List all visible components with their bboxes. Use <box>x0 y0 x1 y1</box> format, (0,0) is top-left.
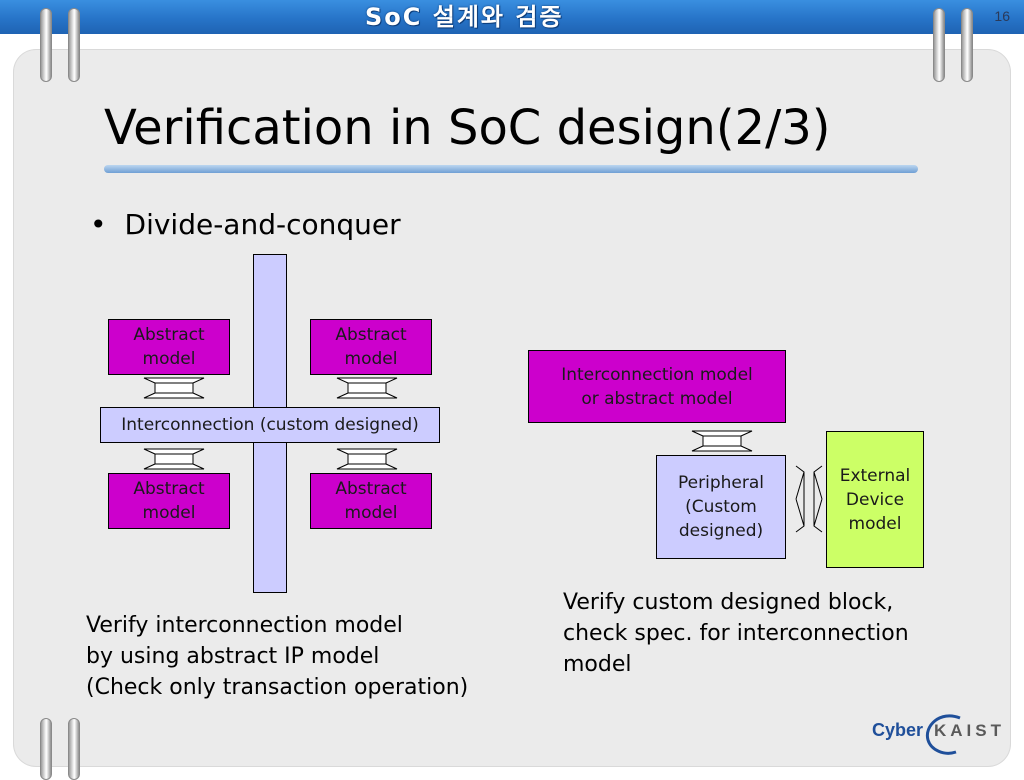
interconnect-bus: Interconnection (custom designed) <box>100 407 440 443</box>
bullet-icon: • <box>90 208 107 241</box>
abstract-model-bottom-left: Abstract model <box>108 473 230 529</box>
double-arrow-icon <box>336 448 398 470</box>
double-arrow-icon <box>143 448 205 470</box>
external-device-box: External Device model <box>826 431 924 568</box>
bullet-item: • Divide-and-conquer <box>90 208 401 241</box>
logo-swoosh-icon <box>925 714 961 755</box>
abstract-model-label: Abstract model <box>133 325 205 369</box>
abstract-model-label: Abstract model <box>133 479 205 523</box>
header-title: SoC 설계와 검증 <box>365 3 564 31</box>
peripheral-box: Peripheral (Custom designed) <box>656 455 786 559</box>
peripheral-label: Peripheral (Custom designed) <box>678 473 764 541</box>
slide-title: Verification in SoC design(2/3) <box>104 100 831 156</box>
page-number: 16 <box>994 8 1010 24</box>
header-bar: SoC 설계와 검증 16 <box>0 0 1024 34</box>
binder-ring-icon <box>68 718 80 780</box>
bullet-text: Divide-and-conquer <box>124 208 401 241</box>
interconnect-label: Interconnection (custom designed) <box>121 415 419 435</box>
interconnection-model-label: Interconnection model or abstract model <box>561 364 753 409</box>
double-arrow-icon <box>336 377 398 399</box>
abstract-model-top-left: Abstract model <box>108 319 230 375</box>
double-arrow-icon <box>143 377 205 399</box>
abstract-model-bottom-right: Abstract model <box>310 473 432 529</box>
interconnection-model-box: Interconnection model or abstract model <box>528 350 786 423</box>
binder-ring-icon <box>40 718 52 780</box>
abstract-model-top-right: Abstract model <box>310 319 432 375</box>
binder-ring-icon <box>68 8 80 82</box>
horizontal-double-arrow-icon <box>795 465 823 533</box>
logo-kaist-text: KAIST <box>934 721 1005 740</box>
binder-ring-icon <box>961 8 973 82</box>
logo-cyber-text: Cyber <box>872 720 924 740</box>
binder-ring-icon <box>40 8 52 82</box>
binder-ring-icon <box>933 8 945 82</box>
right-caption: Verify custom designed block, check spec… <box>563 590 909 677</box>
cyber-kaist-logo: Cyber KAIST <box>868 712 1008 756</box>
left-caption: Verify interconnection model by using ab… <box>86 613 469 700</box>
title-underline <box>104 165 918 173</box>
abstract-model-label: Abstract model <box>335 479 407 523</box>
double-arrow-icon <box>691 430 753 452</box>
abstract-model-label: Abstract model <box>335 325 407 369</box>
external-device-label: External Device model <box>839 465 911 534</box>
